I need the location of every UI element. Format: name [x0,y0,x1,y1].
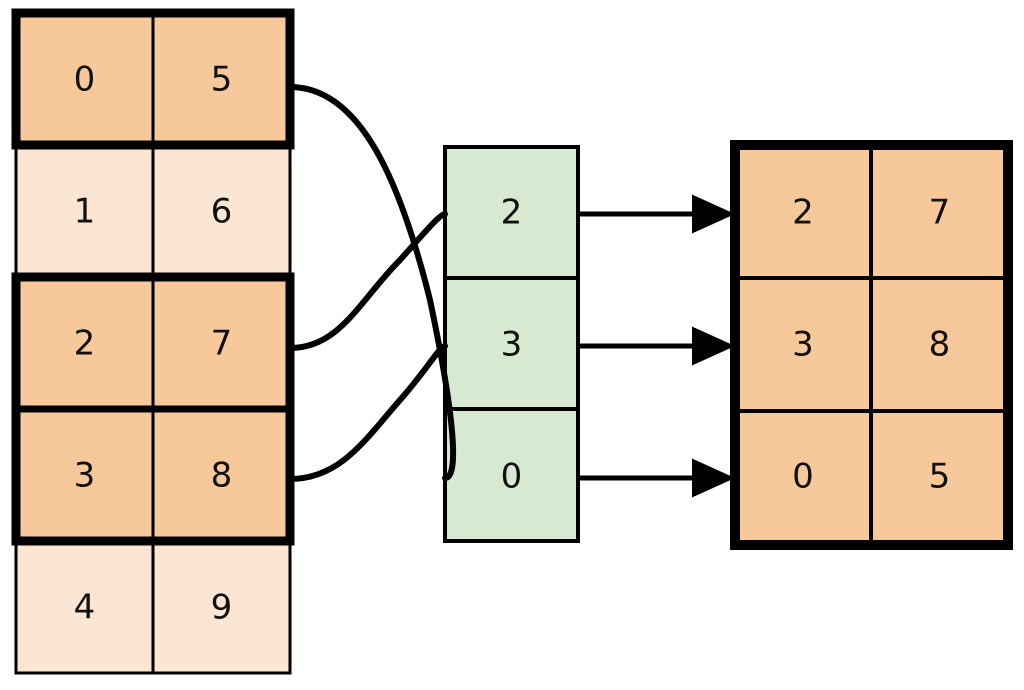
source-row-1[interactable]: 1 6 [14,143,292,279]
source-cell-2-0: 2 [74,324,96,364]
index-cell-0-value: 2 [501,193,523,233]
result-cell-1-1: 8 [929,325,951,365]
source-cell-0-0: 0 [74,60,96,100]
result-cell-0-1: 7 [929,193,951,233]
result-array-table: 2 7 3 8 0 5 [730,140,1013,550]
index-cell-1-box[interactable] [443,276,580,411]
source-cell-4-0: 4 [74,588,96,628]
source-row-4[interactable]: 4 9 [14,539,292,675]
source-row-0[interactable]: 0 5 [14,11,292,147]
result-row-2[interactable]: 0 5 [733,409,1010,547]
index-cell-2-value: 0 [501,457,523,497]
result-cell-2-0: 0 [792,457,814,497]
result-cell-2-1: 5 [929,457,951,497]
source-row-2[interactable]: 2 7 [14,275,292,411]
index-vector-column: 2 3 0 [443,145,580,543]
source-cell-3-1: 8 [211,456,233,496]
source-cell-4-1: 9 [211,588,233,628]
result-cell-0-0: 2 [792,193,814,233]
source-row-3[interactable]: 3 8 [14,407,292,543]
index-cell-2-box[interactable] [443,407,580,543]
source-cell-1-0: 1 [74,192,96,232]
source-cell-1-1: 6 [211,192,233,232]
result-row-1[interactable]: 3 8 [733,276,1010,413]
result-cell-1-0: 3 [792,325,814,365]
source-selection-outline-row0 [11,8,295,150]
source-array-table: 0 5 1 6 2 7 3 8 [11,8,295,675]
source-cell-3-0: 3 [74,456,96,496]
index-cell-1-value: 3 [501,325,523,365]
result-row-0[interactable]: 2 7 [733,143,1010,280]
source-cell-2-1: 7 [211,324,233,364]
source-cell-0-1: 5 [211,60,233,100]
